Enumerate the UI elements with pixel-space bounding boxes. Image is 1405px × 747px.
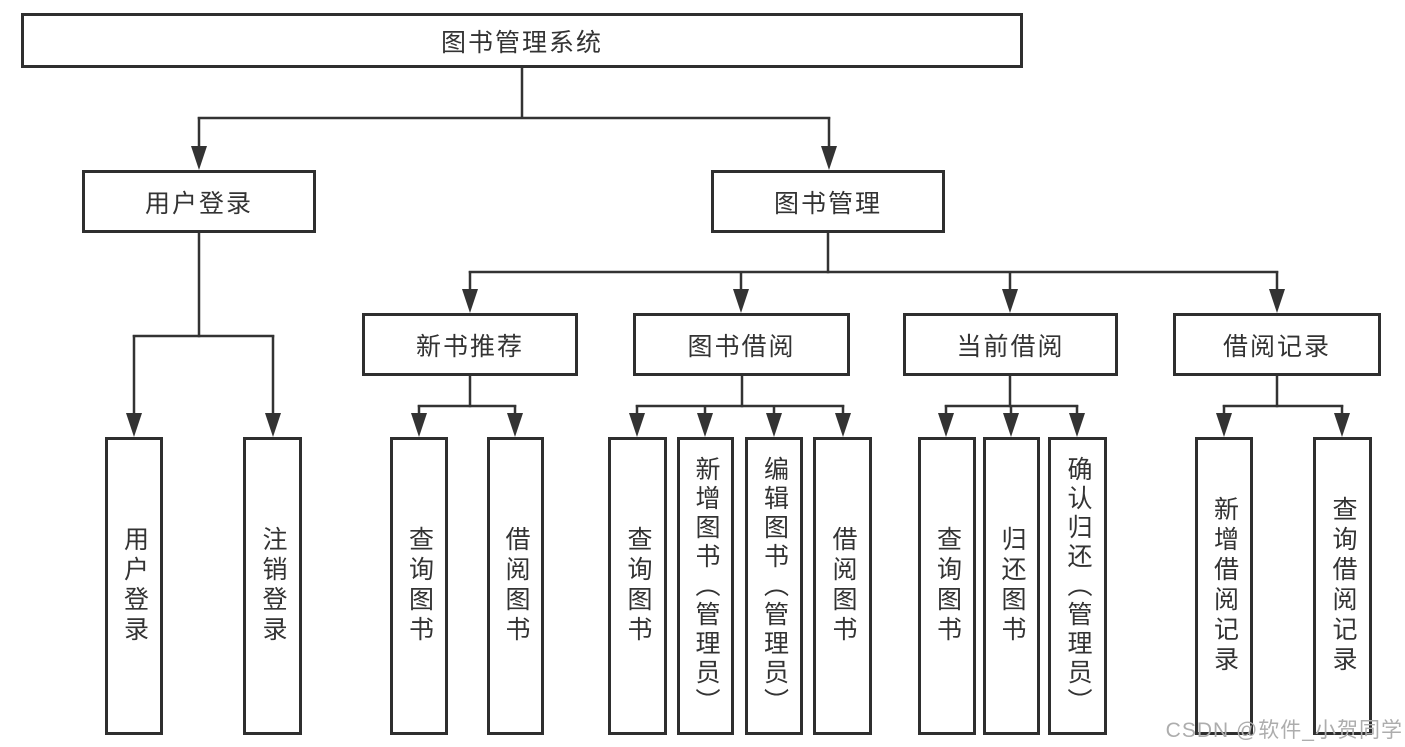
leaf-logout: 注销登录 (243, 437, 302, 735)
leaf-borrow-add-books-admin-label: 新增图书（管理员） (692, 455, 720, 717)
csdn-watermark: CSDN @软件_小贺同学 (1165, 719, 1403, 742)
node-user-login-label: 用户登录 (144, 189, 253, 218)
node-book-borrow-label: 图书借阅 (687, 332, 796, 361)
leaf-records-query-record-label: 查询借阅记录 (1329, 496, 1357, 676)
node-root-system: 图书管理系统 (21, 13, 1023, 68)
leaf-current-confirm-return-admin: 确认归还（管理员） (1048, 437, 1107, 735)
leaf-records-query-record: 查询借阅记录 (1313, 437, 1372, 735)
leaf-records-add-record-label: 新增借阅记录 (1210, 496, 1239, 676)
leaf-newbook-borrow-books: 借阅图书 (487, 437, 544, 735)
node-new-book-recommend: 新书推荐 (362, 313, 578, 376)
leaf-borrow-borrow-books-label: 借阅图书 (829, 526, 857, 646)
node-new-book-recommend-label: 新书推荐 (415, 332, 524, 361)
leaf-current-query-books: 查询图书 (918, 437, 976, 735)
leaf-newbook-borrow-books-label: 借阅图书 (502, 526, 530, 646)
node-book-management: 图书管理 (711, 170, 945, 233)
leaf-borrow-query-books-label: 查询图书 (624, 526, 652, 646)
leaf-borrow-borrow-books: 借阅图书 (813, 437, 872, 735)
leaf-current-query-books-label: 查询图书 (933, 526, 962, 646)
node-borrow-records-label: 借阅记录 (1222, 332, 1331, 361)
node-root-label: 图书管理系统 (440, 28, 603, 57)
leaf-borrow-query-books: 查询图书 (608, 437, 667, 735)
leaf-current-return-books-label: 归还图书 (998, 526, 1026, 646)
leaf-current-confirm-return-admin-label: 确认归还（管理员） (1064, 455, 1092, 717)
leaf-user-login: 用户登录 (105, 437, 163, 735)
leaf-user-login-label: 用户登录 (120, 526, 149, 646)
node-book-borrow: 图书借阅 (633, 313, 850, 376)
node-current-borrow: 当前借阅 (903, 313, 1118, 376)
arrowhead-icons (126, 146, 1350, 437)
leaf-logout-label: 注销登录 (259, 526, 287, 646)
leaf-borrow-edit-books-admin: 编辑图书（管理员） (745, 437, 803, 735)
leaf-newbook-query-books: 查询图书 (390, 437, 448, 735)
leaf-current-return-books: 归还图书 (983, 437, 1040, 735)
leaf-records-add-record: 新增借阅记录 (1195, 437, 1253, 735)
node-borrow-records: 借阅记录 (1173, 313, 1381, 376)
leaf-borrow-edit-books-admin-label: 编辑图书（管理员） (760, 455, 789, 717)
node-current-borrow-label: 当前借阅 (956, 332, 1065, 361)
leaf-newbook-query-books-label: 查询图书 (405, 526, 434, 646)
node-user-login: 用户登录 (82, 170, 316, 233)
node-book-management-label: 图书管理 (773, 189, 882, 218)
leaf-borrow-add-books-admin: 新增图书（管理员） (677, 437, 734, 735)
